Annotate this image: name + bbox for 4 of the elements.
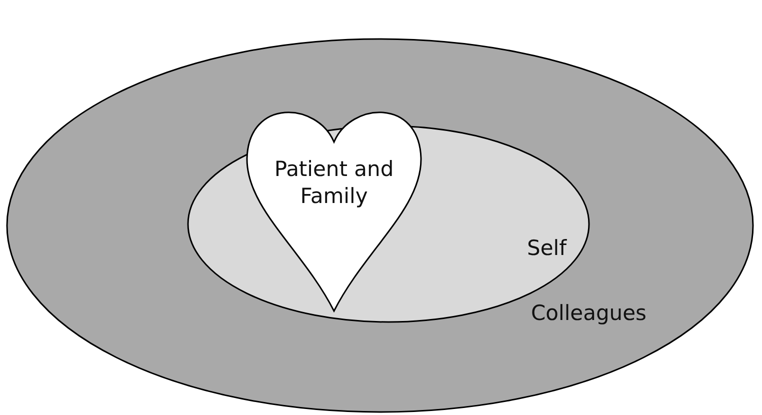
region-label: Colleagues [531,300,648,327]
region-label: Patient and Family [273,156,395,210]
region-label: Self [527,235,568,262]
outer-ellipse [6,38,754,413]
